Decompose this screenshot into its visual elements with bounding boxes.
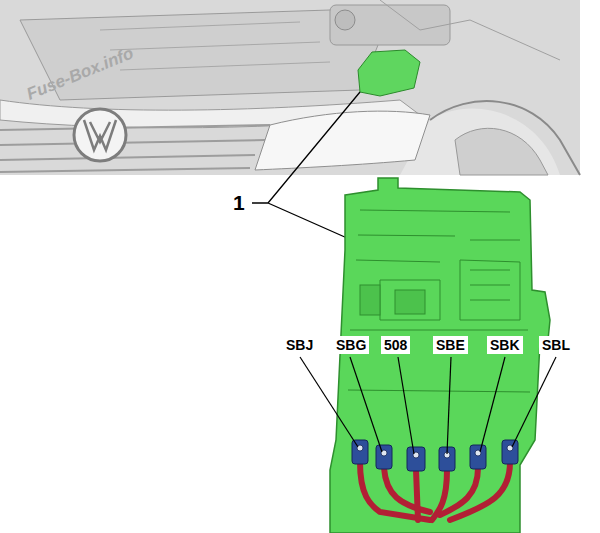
leader-line bbox=[300, 357, 556, 454]
fuse-label: SBL bbox=[539, 336, 573, 354]
tyre bbox=[455, 128, 548, 175]
fuse-label: SBG bbox=[333, 336, 369, 354]
fuse-terminals bbox=[352, 440, 518, 471]
fuse-box-location bbox=[358, 50, 420, 96]
components bbox=[330, 5, 450, 45]
fuse-label: SBK bbox=[487, 336, 523, 354]
vw-logo bbox=[74, 109, 126, 161]
callout-number: 1 bbox=[233, 192, 245, 214]
fuse-label: SBJ bbox=[283, 336, 316, 354]
headlight bbox=[255, 111, 430, 170]
fuse-box-housing bbox=[330, 178, 550, 533]
wheel-arch bbox=[430, 101, 580, 175]
engine-bay bbox=[0, 0, 580, 175]
battery-cables bbox=[360, 462, 510, 520]
grille bbox=[0, 125, 270, 172]
leader-line bbox=[252, 92, 360, 238]
fuse-label: 508 bbox=[381, 336, 410, 354]
fuse-label: SBE bbox=[433, 336, 468, 354]
car-background bbox=[0, 0, 580, 175]
